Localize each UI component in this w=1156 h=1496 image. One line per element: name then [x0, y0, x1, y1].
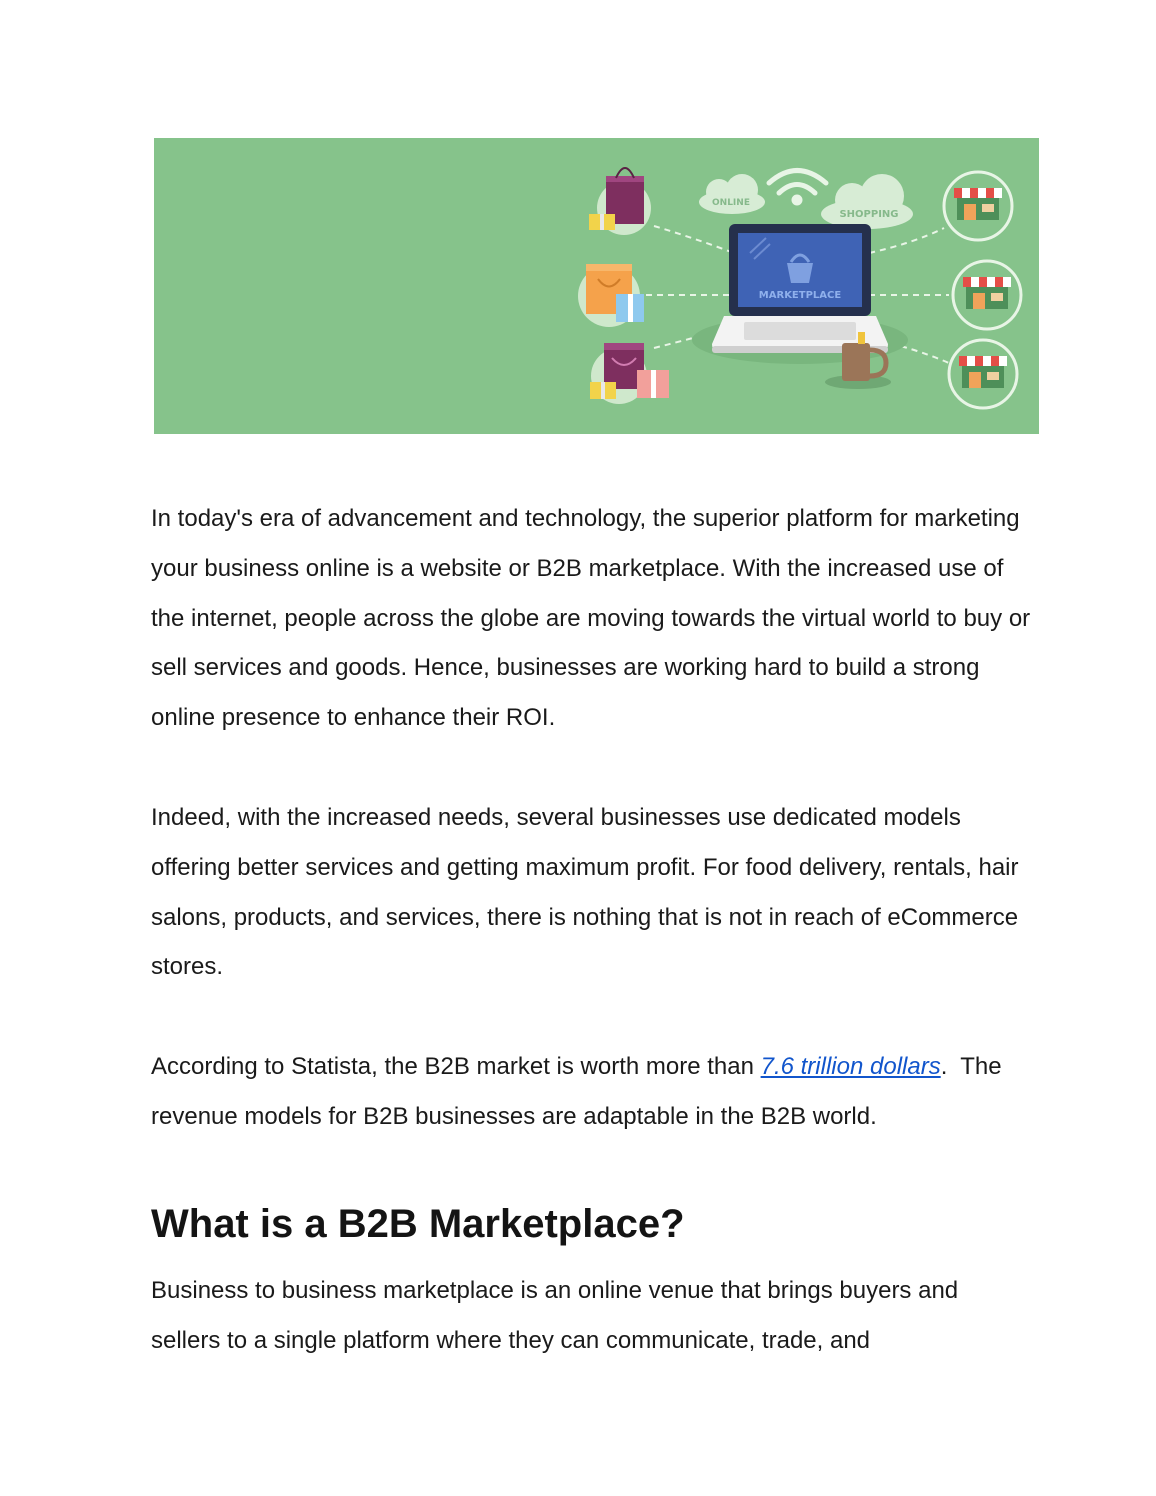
store-icon-middle [951, 259, 1023, 331]
online-cloud-icon: ONLINE [699, 174, 765, 214]
statista-text-before: According to Statista, the B2B market is… [151, 1053, 761, 1081]
shopping-bag-icon-middle [578, 264, 644, 327]
section-heading: What is a B2B Marketplace? [151, 1201, 685, 1246]
trillion-dollars-link[interactable]: 7.6 trillion dollars [760, 1053, 941, 1081]
models-paragraph: Indeed, with the increased needs, severa… [151, 803, 1019, 981]
definition-paragraph: Business to business marketplace is an o… [151, 1276, 959, 1354]
statista-paragraph: According to Statista, the B2B market is… [151, 1042, 1031, 1142]
shopping-cloud-icon: SHOPPING [821, 174, 913, 229]
online-label: ONLINE [712, 198, 750, 208]
store-icon-bottom [947, 338, 1019, 410]
shopping-bag-icon-top [589, 167, 651, 235]
marketplace-banner-image: ONLINE SHOPPING MARKETPLACE [154, 138, 1039, 434]
mug-icon [825, 332, 891, 389]
screen-label: MARKETPLACE [759, 290, 842, 301]
basket-icon [787, 253, 813, 283]
wifi-icon [766, 168, 829, 206]
store-icon-top [942, 170, 1014, 242]
article-body: In today's era of advancement and techno… [151, 494, 1031, 1365]
intro-paragraph: In today's era of advancement and techno… [151, 505, 1031, 732]
statista-text-after: . The revenue models for B2B businesses … [151, 1053, 1002, 1130]
shopping-bag-icon-bottom [590, 343, 669, 404]
shopping-label: SHOPPING [839, 209, 898, 220]
